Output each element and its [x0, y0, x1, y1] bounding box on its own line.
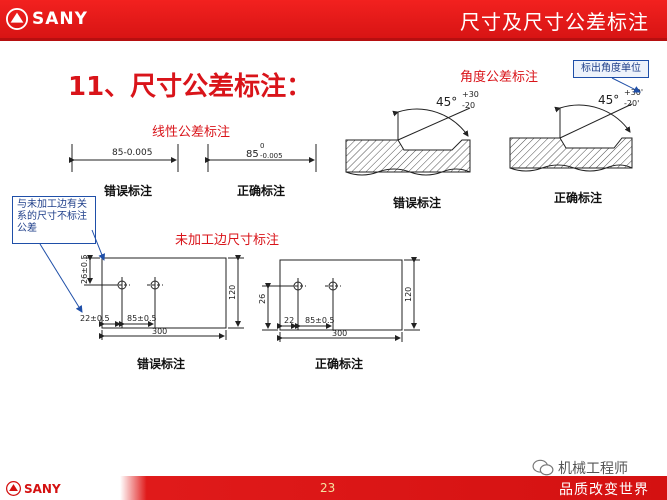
footer-bar: [0, 476, 667, 500]
right-unmachined-drawing: [262, 257, 420, 342]
angle-unit-note: 标出角度单位: [573, 60, 649, 78]
right-angle-upper: +30': [624, 88, 643, 97]
right-angle-lower: -20': [624, 99, 639, 108]
right-linear-caption: 正确标注: [237, 184, 286, 198]
watermark: 机械工程师: [532, 458, 628, 478]
unmachined-edge-label: 未加工边尺寸标注: [175, 233, 280, 248]
right-linear-lower: -0.005: [260, 152, 283, 160]
right-angle-caption: 正确标注: [554, 191, 603, 205]
wrong-mid-dim: 85±0.5: [127, 314, 157, 323]
section-title: 11、尺寸公差标注：: [68, 72, 313, 102]
wrong-angle-base: 45°: [436, 95, 457, 109]
wrong-left-dim: 22±0.5: [80, 314, 110, 323]
sany-footer-logo-icon: [6, 481, 21, 496]
sany-logo-icon: [6, 8, 28, 30]
unit-note-arrow: [611, 77, 641, 93]
watermark-text: 机械工程师: [558, 461, 628, 477]
angle-tolerance-label: 角度公差标注: [460, 70, 539, 85]
right-angle-drawing: [509, 103, 633, 172]
wrong-unmachined-drawing: [84, 255, 244, 340]
right-right-dim: 120: [404, 287, 413, 302]
footer-logo: SANY: [6, 481, 61, 496]
wrong-unmachined-caption: 错误标注: [137, 357, 186, 371]
note-arrow-2: [91, 229, 106, 261]
wrong-total-dim: 300: [152, 327, 167, 336]
wrong-linear-text: 85-0.005: [112, 148, 152, 158]
wrong-height-dim: 26±0.5: [80, 254, 89, 284]
linear-tolerance-label: 线性公差标注: [152, 125, 231, 140]
wrong-linear-dimension: [69, 144, 179, 172]
header-bar: [0, 0, 667, 38]
wrong-angle-upper: +30: [462, 90, 479, 99]
wrong-angle-drawing: [345, 107, 471, 176]
right-linear-dimension: [205, 144, 317, 172]
unmachined-note-box: 与未加工边有关系的尺寸不标注公差: [12, 196, 96, 244]
wrong-right-dim: 120: [228, 285, 237, 300]
right-height-dim: 26: [258, 294, 267, 304]
header-logo: SANY: [6, 8, 88, 30]
wrong-angle-lower: -20: [462, 101, 475, 110]
right-unmachined-caption: 正确标注: [315, 357, 364, 371]
right-linear-upper: 0: [260, 142, 264, 150]
wrong-angle-caption: 错误标注: [393, 196, 442, 210]
header-stripe: [0, 38, 667, 41]
note-arrow-1: [39, 243, 83, 313]
header-brand: SANY: [32, 9, 88, 29]
wrong-linear-caption: 错误标注: [104, 184, 153, 198]
right-left-dim: 22: [284, 316, 294, 325]
engineering-drawings: 85-0.005 85 0 -0.005 45° +30 -20 45° +30…: [39, 77, 643, 342]
right-total-dim: 300: [332, 329, 347, 338]
page-number: 23: [320, 481, 336, 495]
right-mid-dim: 85±0.5: [305, 316, 335, 325]
footer-slogan: 品质改变世界: [559, 482, 649, 498]
page-header-title: 尺寸及尺寸公差标注: [460, 10, 649, 34]
footer-brand: SANY: [24, 481, 61, 496]
wechat-icon: [532, 459, 554, 476]
right-linear-main: 85: [246, 149, 259, 160]
right-angle-base: 45°: [598, 93, 619, 107]
